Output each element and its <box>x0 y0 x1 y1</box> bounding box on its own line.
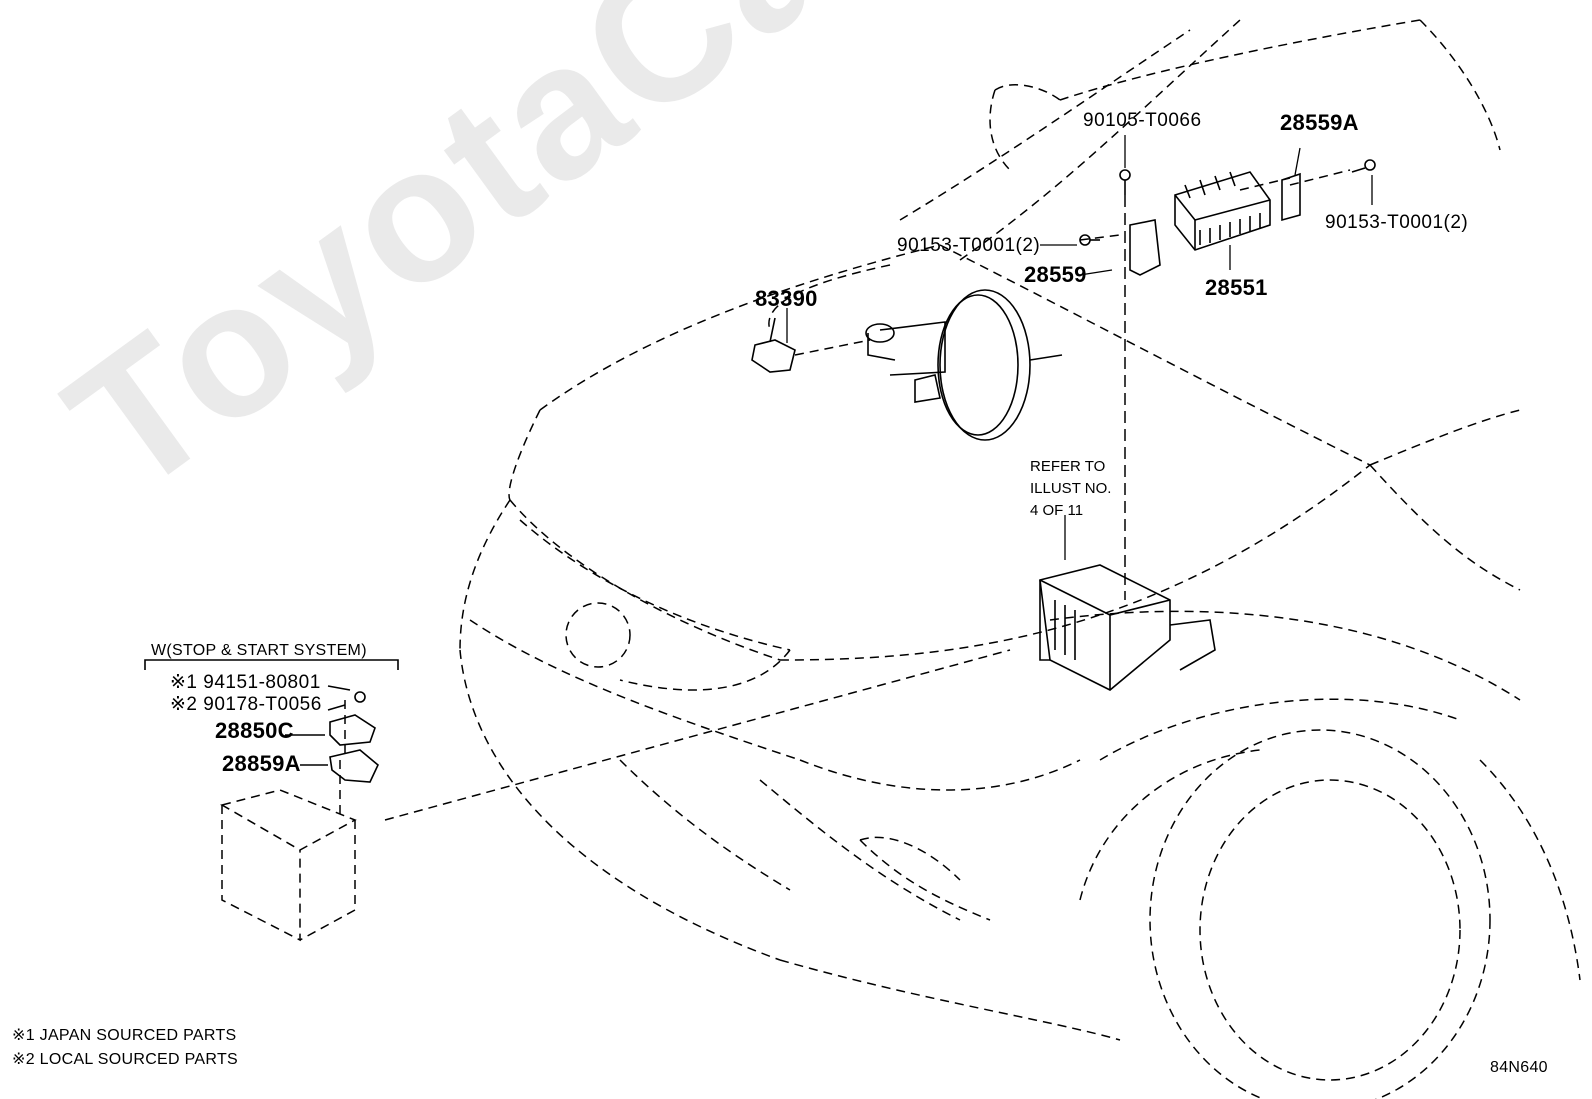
stop-start-heading: W(STOP & START SYSTEM) <box>151 642 367 659</box>
part-label-bolt-top: 90105-T0066 <box>1083 110 1202 131</box>
vehicle-body-outline <box>220 19 1581 1099</box>
legend-japan: ※1 JAPAN SOURCED PARTS <box>12 1027 237 1044</box>
junction-box-drawing <box>1039 564 1216 691</box>
relay-unit-drawing <box>1079 159 1376 276</box>
clip-part <box>751 317 796 373</box>
part-label-bracket-left: 28559 <box>1024 262 1087 287</box>
reference-note: REFER TO ILLUST NO. 4 OF 11 <box>1030 458 1112 519</box>
legend-local: ※2 LOCAL SOURCED PARTS <box>12 1051 238 1068</box>
part-label-relay-unit: 28551 <box>1205 275 1268 300</box>
illustration-code: 84N640 <box>1490 1059 1548 1076</box>
label-leaders <box>786 135 1373 560</box>
part-label-clip: 83390 <box>755 286 818 311</box>
part-label-bolt-right: 90153-T0001(2) <box>1325 212 1469 233</box>
part-label-nut-japan: ※1 94151-80801 <box>170 672 321 693</box>
stop-start-parts <box>144 659 399 783</box>
brake-booster <box>865 289 1063 441</box>
part-label-nut-local: ※2 90178-T0056 <box>170 694 322 715</box>
part-label-sensor: 28850C <box>215 718 294 743</box>
part-label-sensor-bracket: 28859A <box>222 751 301 776</box>
part-label-bracket-right: 28559A <box>1280 110 1359 135</box>
part-label-bolt-left: 90153-T0001(2) <box>897 235 1041 256</box>
